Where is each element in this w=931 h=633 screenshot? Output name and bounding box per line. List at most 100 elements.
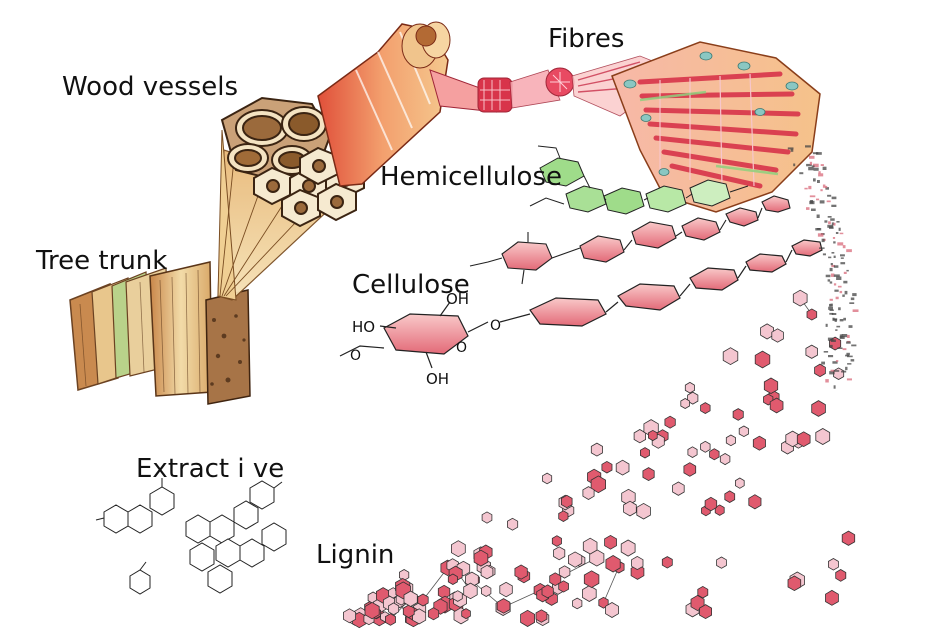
microfibril-segment <box>809 200 815 205</box>
tree-trunk-illustration <box>69 261 251 405</box>
lignin-ring <box>583 570 600 589</box>
microfibril-segment <box>841 334 848 338</box>
fibre-bundle-illustration <box>611 41 821 213</box>
microfibril-segment <box>835 329 838 331</box>
label-cellulose: Cellulose <box>352 270 470 300</box>
lignin-ring <box>648 429 658 442</box>
lignin-ring <box>342 608 357 624</box>
microfibril-segment <box>813 178 816 182</box>
cellulose-ring-oxygen: O <box>456 340 467 356</box>
microfibril-segment <box>841 370 847 373</box>
lignin-ring <box>833 367 845 380</box>
microfibril-segment <box>838 227 841 231</box>
lignin-ring <box>541 584 554 599</box>
lignin-ring <box>661 556 673 569</box>
microfibril-segment <box>816 198 820 201</box>
lignin-ring <box>388 602 400 616</box>
microfibril-segment <box>843 271 847 274</box>
microfibril-segment <box>832 361 838 364</box>
microfibril-segment <box>828 355 834 358</box>
lignin-ring <box>738 425 749 438</box>
microfibril-segment <box>827 194 832 197</box>
microfibril-segment <box>833 274 840 277</box>
microfibril-segment <box>851 344 857 347</box>
lignin-ring <box>384 613 396 626</box>
microfibril-segment <box>812 152 819 155</box>
microfibril-segment <box>840 254 845 257</box>
lignin-ring <box>481 511 493 524</box>
microfibril-segment <box>835 296 839 300</box>
microfibril-segment <box>825 379 829 383</box>
microfibril-segment <box>830 263 833 266</box>
microfibril-segment <box>830 339 836 342</box>
lignin-ring <box>605 602 619 618</box>
microfibril-segment <box>835 232 839 234</box>
lignin-ring <box>735 477 745 489</box>
microfibril-segment <box>839 319 844 322</box>
lignin-ring <box>700 402 711 414</box>
microfibril-segment <box>828 256 832 259</box>
microfibril-segment <box>818 171 821 174</box>
lignin-ring <box>748 494 762 510</box>
microfibril-segment <box>790 148 794 152</box>
microfibril-segment <box>824 220 828 223</box>
lignin-ring <box>841 530 856 546</box>
lignin-ring <box>724 490 736 503</box>
lignin-ring <box>806 308 818 321</box>
microfibril-segment <box>845 366 848 371</box>
lignin-ring <box>572 597 583 610</box>
lignin-ring <box>620 539 636 557</box>
lignin-ring <box>452 590 463 602</box>
microfibril-segment <box>833 265 839 268</box>
microfibril-segment <box>833 222 836 226</box>
microfibril-segment <box>816 152 822 155</box>
wood-vessels-illustration <box>220 96 365 228</box>
microfibril-segment <box>831 196 837 200</box>
label-extractive: Extract i ve <box>136 454 285 484</box>
microfibril-segment <box>806 207 810 210</box>
lignin-ring <box>461 608 471 620</box>
microfibril-segment <box>829 303 832 307</box>
lignin-ring <box>684 381 695 394</box>
microfibril-segment <box>827 224 833 228</box>
lignin-ring <box>447 573 458 585</box>
lignin-ring <box>672 481 685 496</box>
microfibril-segment <box>843 280 848 284</box>
microfibril-segment <box>852 293 857 297</box>
microfibril-segment <box>808 167 814 171</box>
microfibril-segment <box>820 189 823 192</box>
microfibril-segment <box>806 163 812 167</box>
microfibril-segment <box>809 195 816 198</box>
lignin-ring <box>496 598 511 614</box>
microfibril-segment <box>827 216 832 218</box>
lignin-ring <box>680 398 690 409</box>
microfibril-segment <box>821 361 825 365</box>
microfibril-segment <box>825 185 828 189</box>
lignin-ring <box>716 556 727 569</box>
microfibril-segment <box>843 317 846 321</box>
microfibril-segment <box>836 221 840 223</box>
lignin-ring <box>792 289 808 307</box>
lignin-ring <box>623 500 637 517</box>
microfibril-segment <box>829 298 833 301</box>
lignin-ring <box>604 534 617 550</box>
microfibril-segment <box>834 318 837 322</box>
microfibril-segment <box>845 354 849 357</box>
microfibril-segment <box>809 155 815 159</box>
lignin-ring <box>704 496 718 512</box>
cellulose-oh-bottom: OH <box>426 370 449 388</box>
lignin-ring <box>700 440 711 453</box>
cellulose-link-oxygen: O <box>490 318 501 334</box>
microfibril-segment <box>825 274 831 278</box>
microfibril-segment <box>833 255 836 258</box>
microfibril-segment <box>823 351 829 353</box>
microfibril-segment <box>817 233 824 237</box>
microfibril-segment <box>837 285 842 288</box>
lignin-ring <box>598 596 609 609</box>
microfibril-segment <box>818 173 824 177</box>
microfibril-segment <box>834 289 839 292</box>
microfibril-segment <box>805 145 811 148</box>
lignin-ring <box>687 446 698 458</box>
microfibril-segment <box>809 161 813 165</box>
label-lignin: Lignin <box>316 540 395 570</box>
